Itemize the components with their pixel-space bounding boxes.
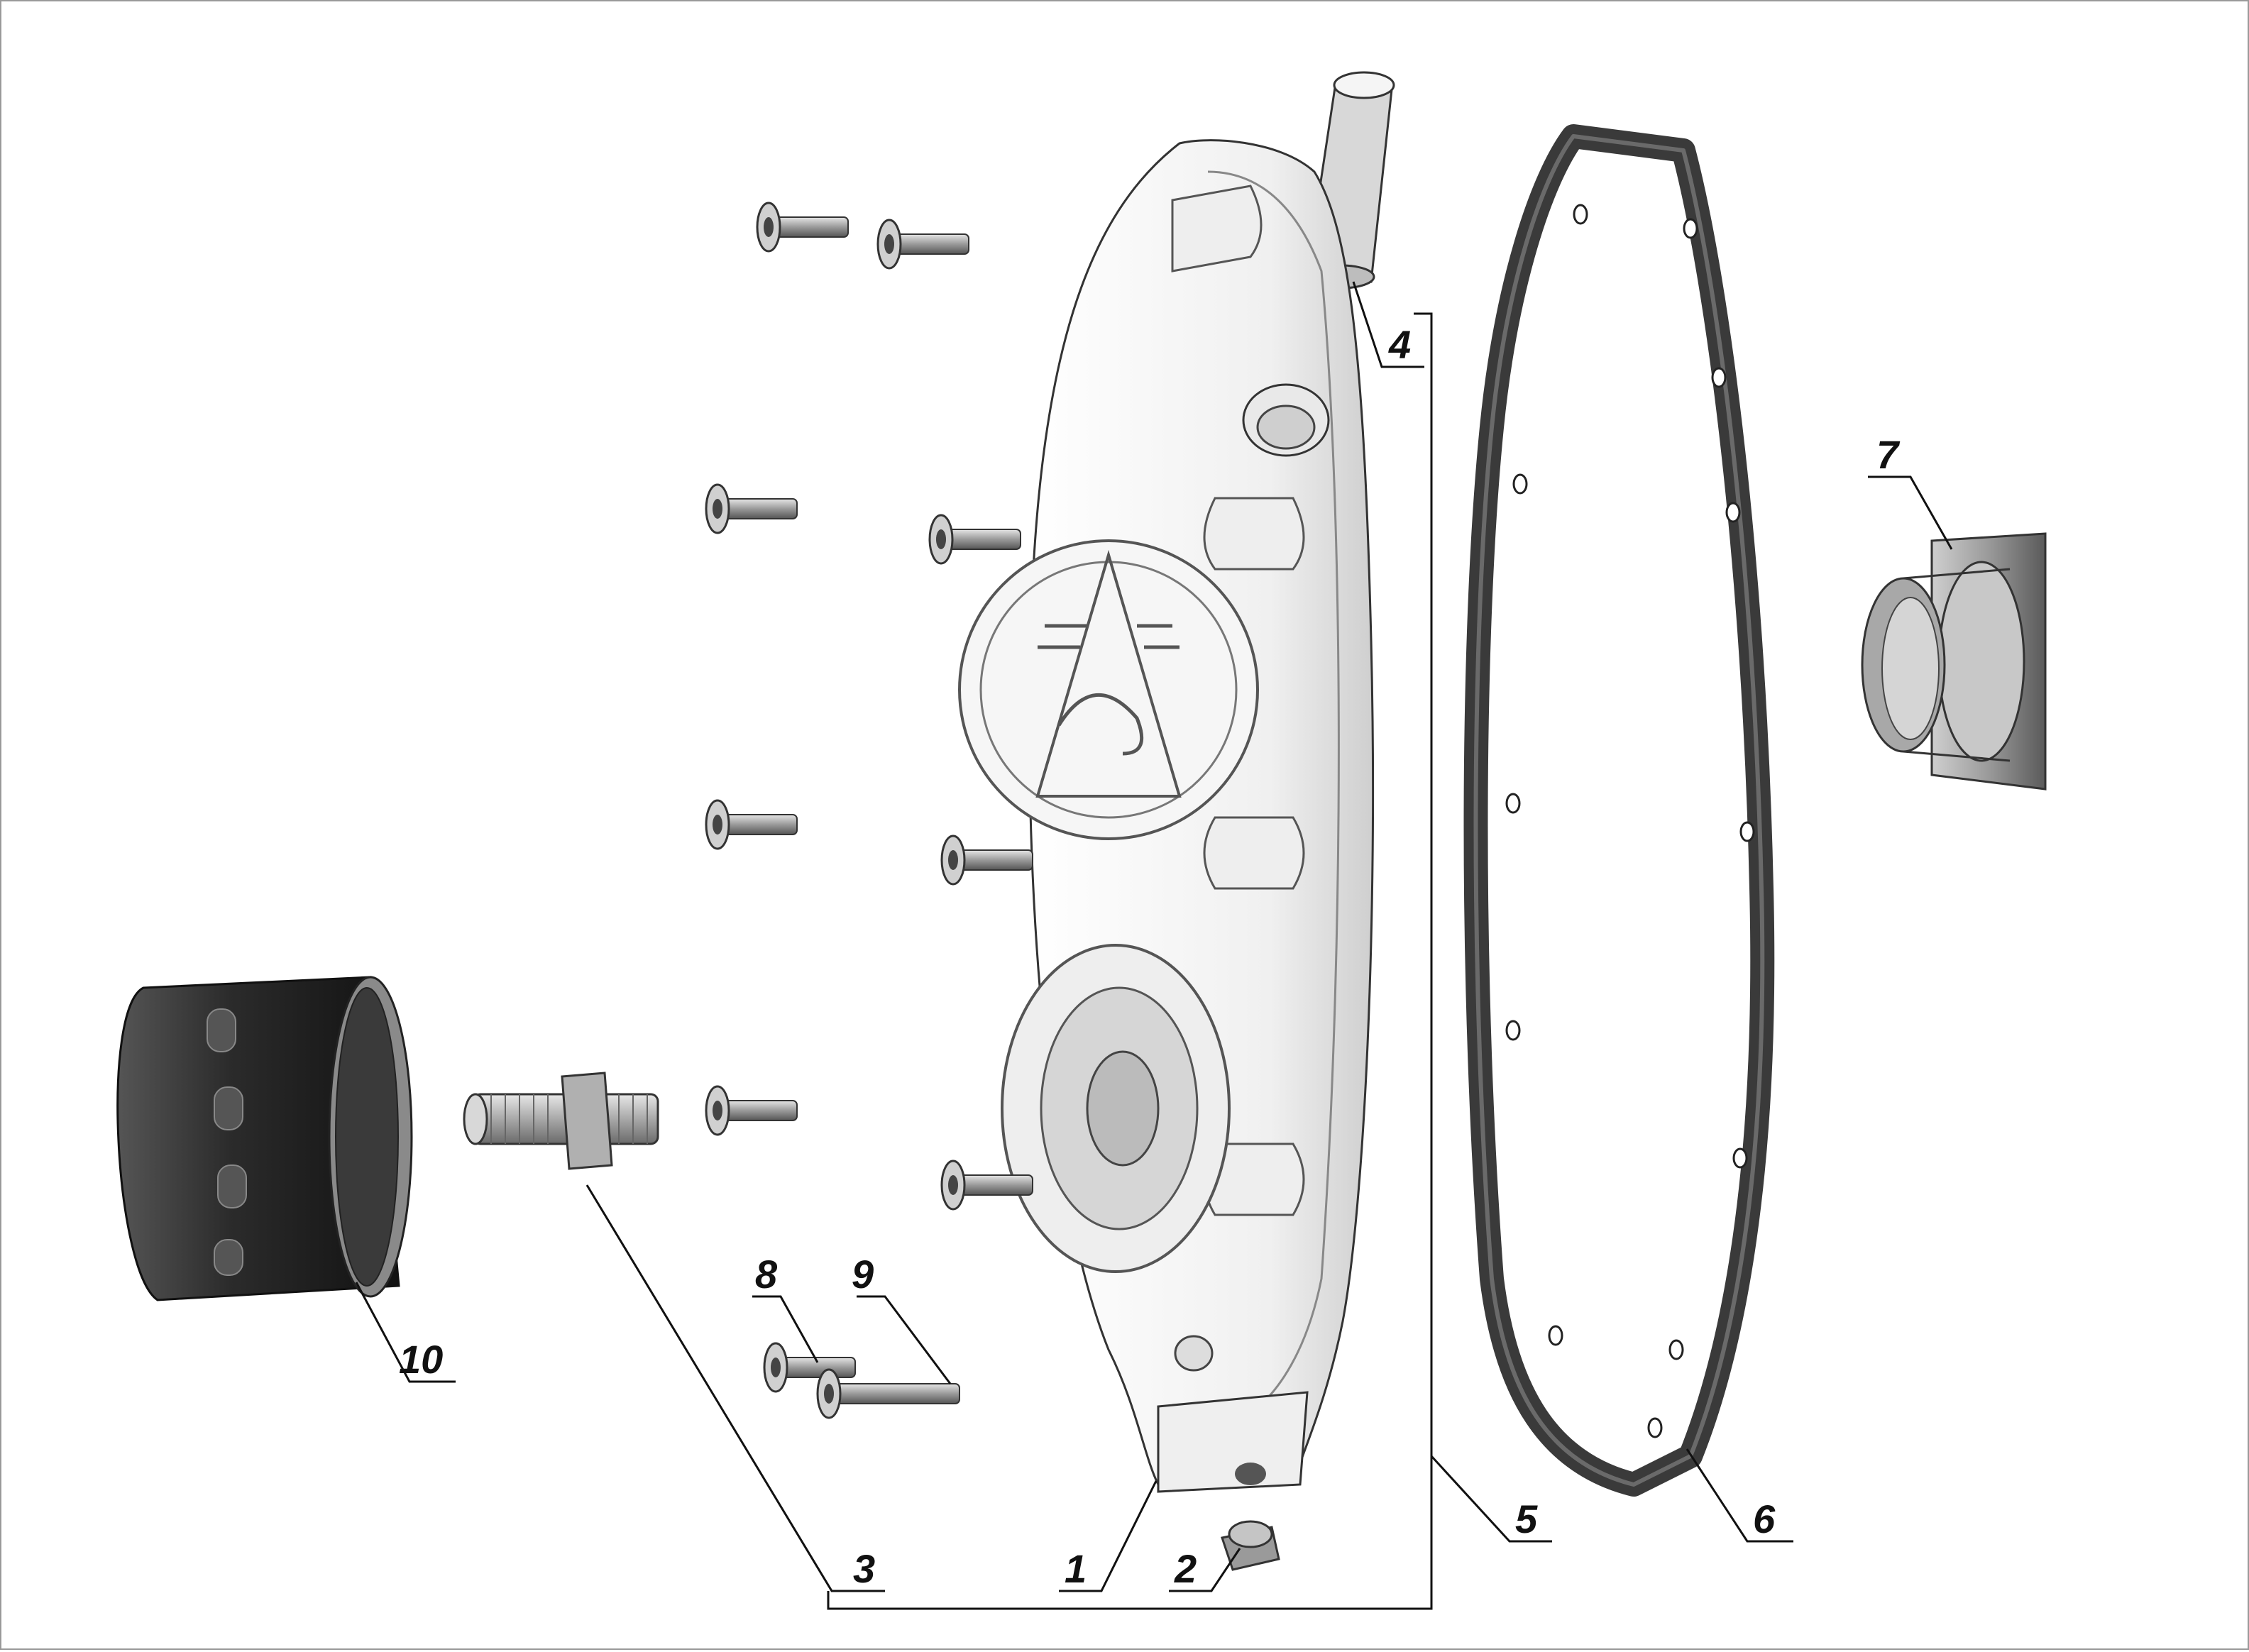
callout-6: 6 xyxy=(1753,1497,1776,1541)
leader-lines xyxy=(355,281,1953,1592)
callout-4: 4 xyxy=(1388,322,1411,367)
callout-1: 1 xyxy=(1065,1546,1087,1591)
gasket-part xyxy=(1463,124,1775,1497)
callout-9: 9 xyxy=(852,1252,874,1296)
callout-3: 3 xyxy=(853,1546,875,1591)
screw-group xyxy=(705,202,1034,1419)
callout-10: 10 xyxy=(399,1337,443,1382)
oil-filter-part xyxy=(116,976,413,1301)
assembly-bracket xyxy=(827,312,1433,1610)
nut-part xyxy=(1221,1520,1280,1571)
fitting-part xyxy=(463,1072,659,1170)
engine-cover-part xyxy=(958,139,1375,1493)
bushing-part xyxy=(1861,532,2047,791)
callout-2: 2 xyxy=(1174,1546,1197,1591)
callout-8: 8 xyxy=(755,1252,778,1296)
callout-7: 7 xyxy=(1876,432,1901,477)
callout-labels: 1 2 3 4 5 6 7 8 9 10 xyxy=(399,322,1901,1591)
callout-5: 5 xyxy=(1515,1497,1538,1541)
